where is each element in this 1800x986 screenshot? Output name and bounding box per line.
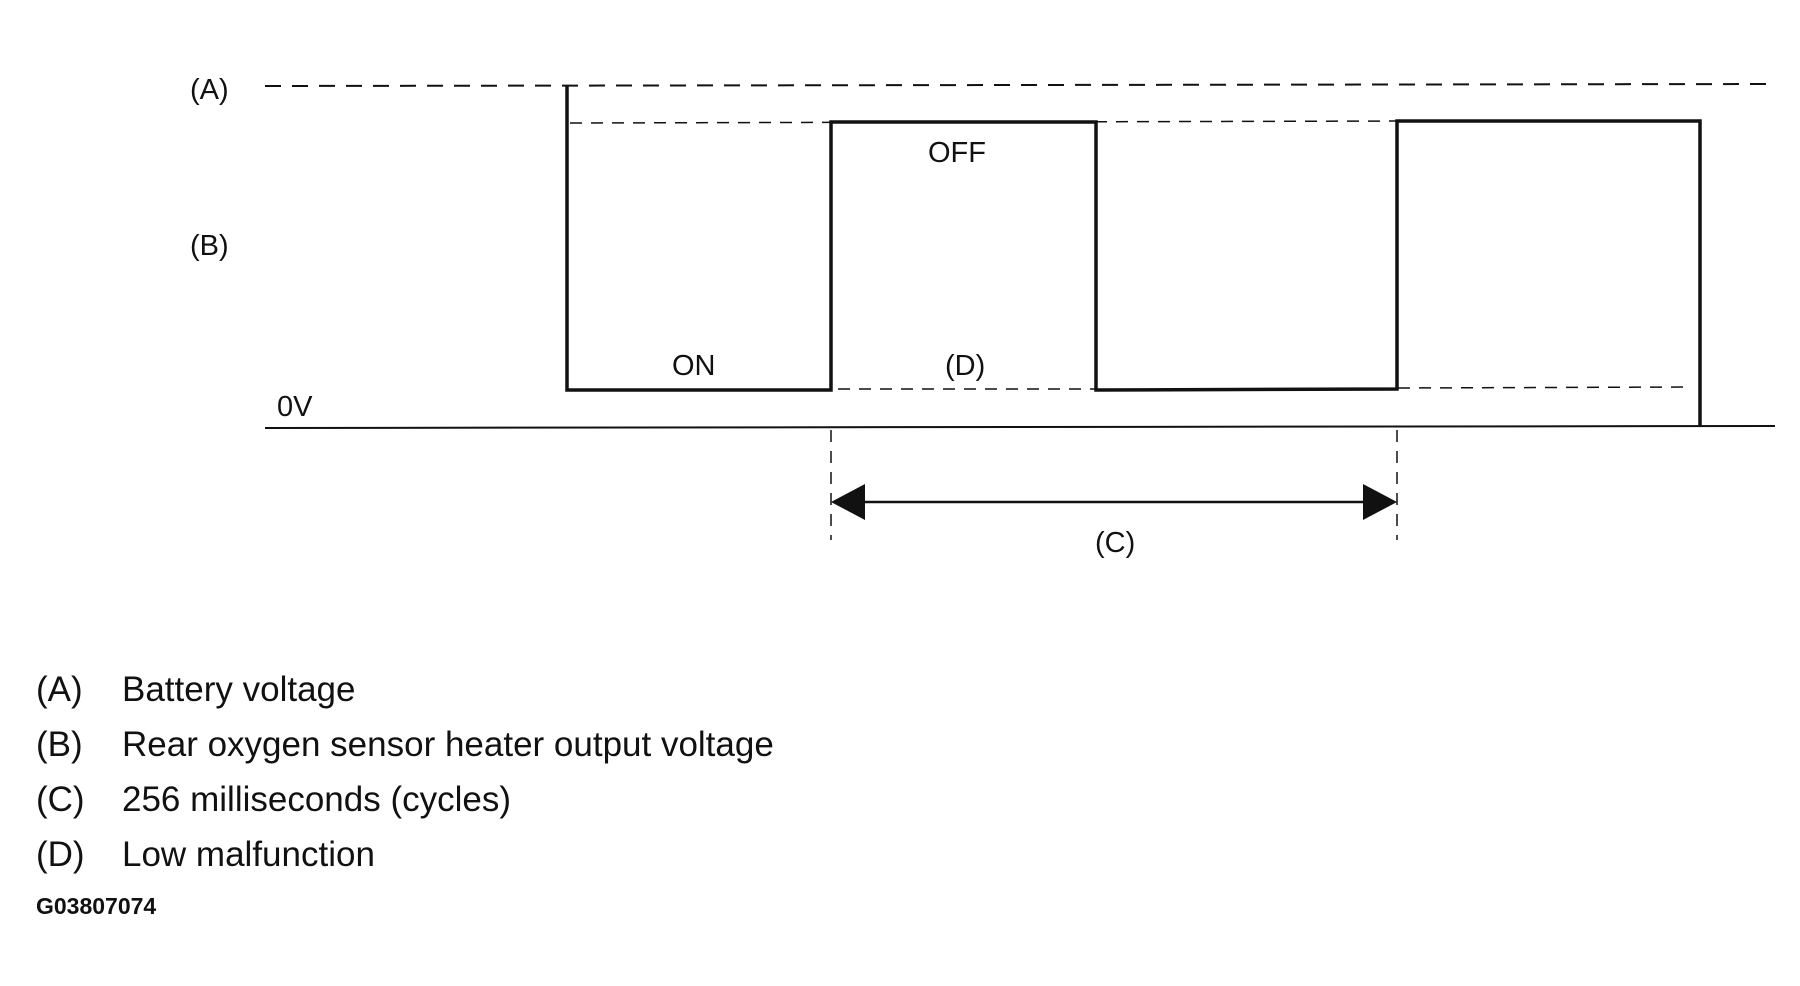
legend-key: (C) — [36, 780, 85, 819]
low-malfunction-reference-line-right — [1397, 386, 1691, 389]
marker-a-label: (A) — [190, 74, 229, 106]
marker-c-label: (C) — [1095, 527, 1135, 559]
period-arrow-left-head — [831, 484, 865, 520]
off-state-label: OFF — [928, 137, 986, 169]
legend-item: (C) 256 milliseconds (cycles) — [36, 772, 774, 827]
zero-volt-label: 0V — [277, 391, 313, 423]
figure-id: G03807074 — [36, 893, 157, 919]
legend-key: (D) — [36, 835, 85, 874]
period-arrow-right-head — [1363, 484, 1397, 520]
legend-item: (B) Rear oxygen sensor heater output vol… — [36, 717, 774, 772]
marker-b-label: (B) — [190, 230, 229, 262]
legend-text: Low malfunction — [122, 835, 375, 874]
battery-voltage-reference-line — [264, 83, 1773, 87]
marker-d-label: (D) — [945, 350, 985, 382]
legend-text: 256 milliseconds (cycles) — [122, 780, 512, 819]
legend-key: (A) — [36, 670, 83, 709]
legend-item: (D) Low malfunction — [36, 827, 774, 882]
legend-key: (B) — [36, 725, 83, 764]
zero-volt-baseline — [264, 425, 1776, 429]
on-state-label: ON — [672, 350, 716, 382]
legend-text: Rear oxygen sensor heater output voltage — [122, 725, 774, 764]
legend-text: Battery voltage — [122, 670, 356, 709]
legend-item: (A) Battery voltage — [36, 662, 774, 717]
square-wave-signal — [565, 86, 1702, 426]
legend: (A) Battery voltage (B) Rear oxygen sens… — [36, 662, 774, 882]
